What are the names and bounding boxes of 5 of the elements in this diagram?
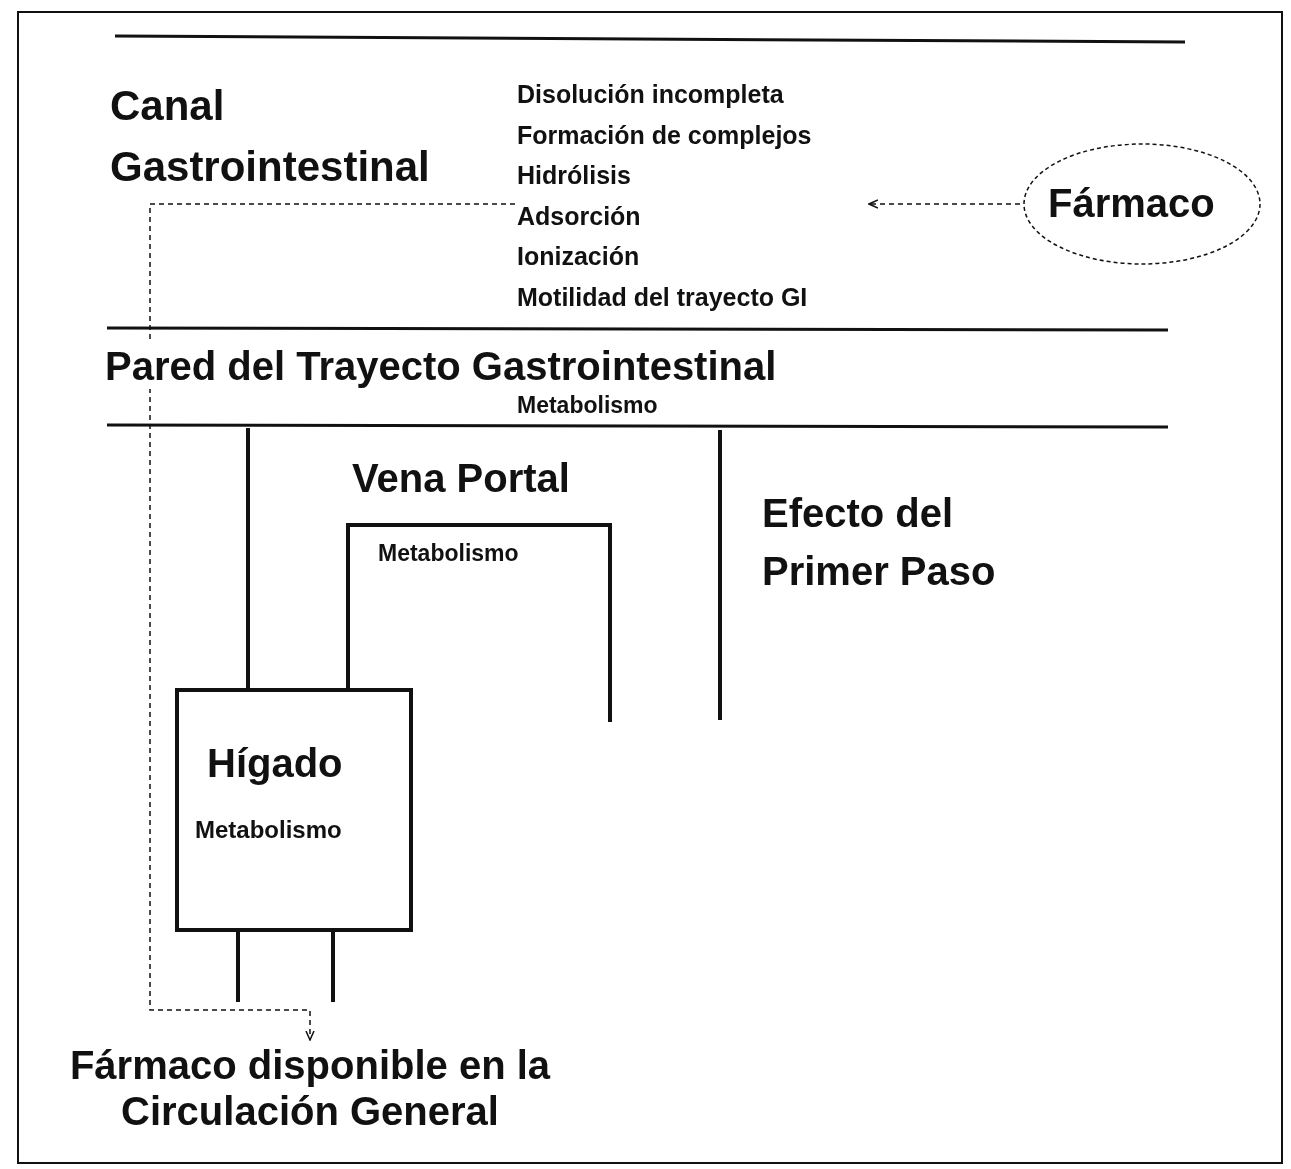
drug-label: Fármaco <box>1048 180 1215 226</box>
dashed-arrow <box>868 199 1021 209</box>
liver-box <box>175 688 413 932</box>
region-label: Pared del Trayecto Gastrointestinal <box>105 343 777 389</box>
dashed-arrow <box>149 203 516 1041</box>
